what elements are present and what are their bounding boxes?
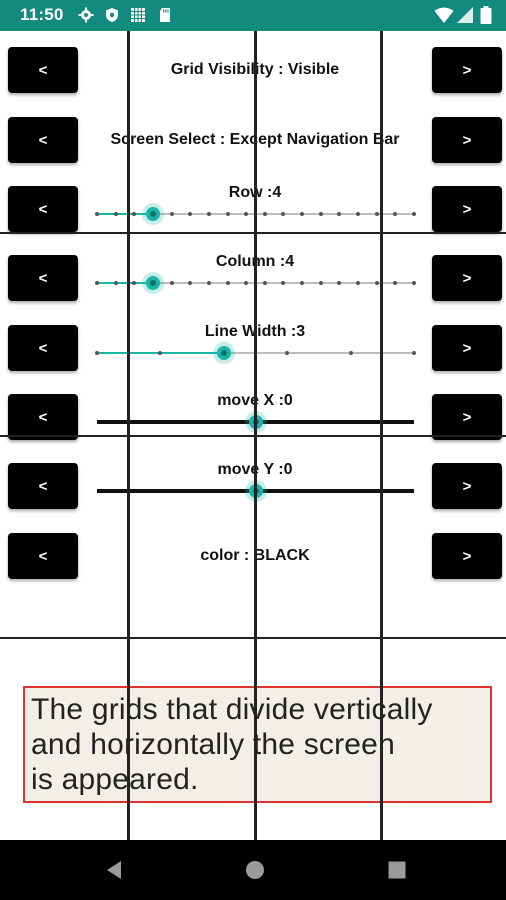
slider-tick [95,351,99,355]
slider-thumb[interactable] [145,276,160,290]
move-x-row: < move X :0 > [0,392,506,440]
slider-tick [412,281,416,285]
slider-tick [412,212,416,216]
grid-line-horizontal [0,637,506,639]
slider-tick [356,281,361,285]
caption-line: is appeared. [31,763,199,796]
slider-tick [113,281,118,285]
slider-tick [337,281,342,285]
back-icon[interactable] [102,858,126,882]
line-width-prev-button[interactable]: < [8,325,78,371]
navigation-bar [0,840,506,900]
grid-app-icon [131,8,145,22]
sd-card-icon [160,8,170,22]
slider-tick [225,212,230,216]
slider-tick [262,212,267,216]
slider-tick [132,281,137,285]
slider-tick [281,212,286,216]
slider-tick [206,212,211,216]
slider-tick [356,212,361,216]
slider-tick [285,351,290,355]
move-y-next-button[interactable]: > [432,463,502,509]
status-bar: 11:50 [0,0,506,31]
slider-tick [244,281,249,285]
row-count-next-button[interactable]: > [432,186,502,232]
slider-tick [169,281,174,285]
slider-tick [300,281,305,285]
caption-line: and horizontally the screen [31,728,395,761]
gear-icon [78,7,94,23]
move-x-next-button[interactable]: > [432,394,502,440]
wifi-icon [434,7,454,23]
move-x-prev-button[interactable]: < [8,394,78,440]
grid-visibility-row: < Grid Visibility : Visible > [0,47,506,93]
slider-tick [188,281,193,285]
slider-tick [225,281,230,285]
slider-tick [393,212,398,216]
slider-tick [113,212,118,216]
column-count-next-button[interactable]: > [432,255,502,301]
grid-line-horizontal [0,232,506,234]
grid-line-horizontal [0,435,506,437]
slider-tick [262,281,267,285]
shield-icon [106,8,118,22]
grid-visibility-next-button[interactable]: > [432,47,502,93]
color-row: < color : BLACK > [0,533,506,579]
slider-tick [169,212,174,216]
slider-active-track [97,282,153,284]
slider-tick [374,281,379,285]
slider-tick [188,212,193,216]
slider-tick [412,351,416,355]
color-next-button[interactable]: > [432,533,502,579]
row-count-row: < Row :4 > [0,184,506,232]
caption-line: The grids that divide vertically [31,693,433,726]
caption-box: The grids that divide vertically and hor… [23,686,492,803]
move-y-prev-button[interactable]: < [8,463,78,509]
slider-tick [132,212,137,216]
recents-icon[interactable] [385,858,409,882]
battery-icon [480,6,492,24]
slider-tick [374,212,379,216]
status-time: 11:50 [20,5,64,24]
slider-tick [95,281,99,285]
slider-tick [158,351,163,355]
line-width-row: < Line Width :3 > [0,323,506,371]
color-prev-button[interactable]: < [8,533,78,579]
screen-select-next-button[interactable]: > [432,117,502,163]
slider-tick [318,212,323,216]
slider-tick [281,281,286,285]
home-icon[interactable] [243,858,267,882]
settings-panel: < Grid Visibility : Visible > < Screen S… [0,31,506,840]
move-y-row: < move Y :0 > [0,461,506,509]
slider-active-track [97,213,153,215]
slider-tick [206,281,211,285]
slider-tick [95,212,99,216]
signal-icon [457,7,473,23]
slider-tick [318,281,323,285]
screen-select-prev-button[interactable]: < [8,117,78,163]
slider-tick [348,351,353,355]
slider-thumb[interactable] [216,346,231,360]
column-count-row: < Column :4 > [0,253,506,301]
column-count-prev-button[interactable]: < [8,255,78,301]
slider-tick [337,212,342,216]
slider-thumb[interactable] [145,207,160,221]
slider-tick [244,212,249,216]
slider-tick [393,281,398,285]
slider-tick [300,212,305,216]
grid-visibility-prev-button[interactable]: < [8,47,78,93]
screen-select-row: < Screen Select : Except Navigation Bar … [0,117,506,163]
row-count-prev-button[interactable]: < [8,186,78,232]
line-width-next-button[interactable]: > [432,325,502,371]
